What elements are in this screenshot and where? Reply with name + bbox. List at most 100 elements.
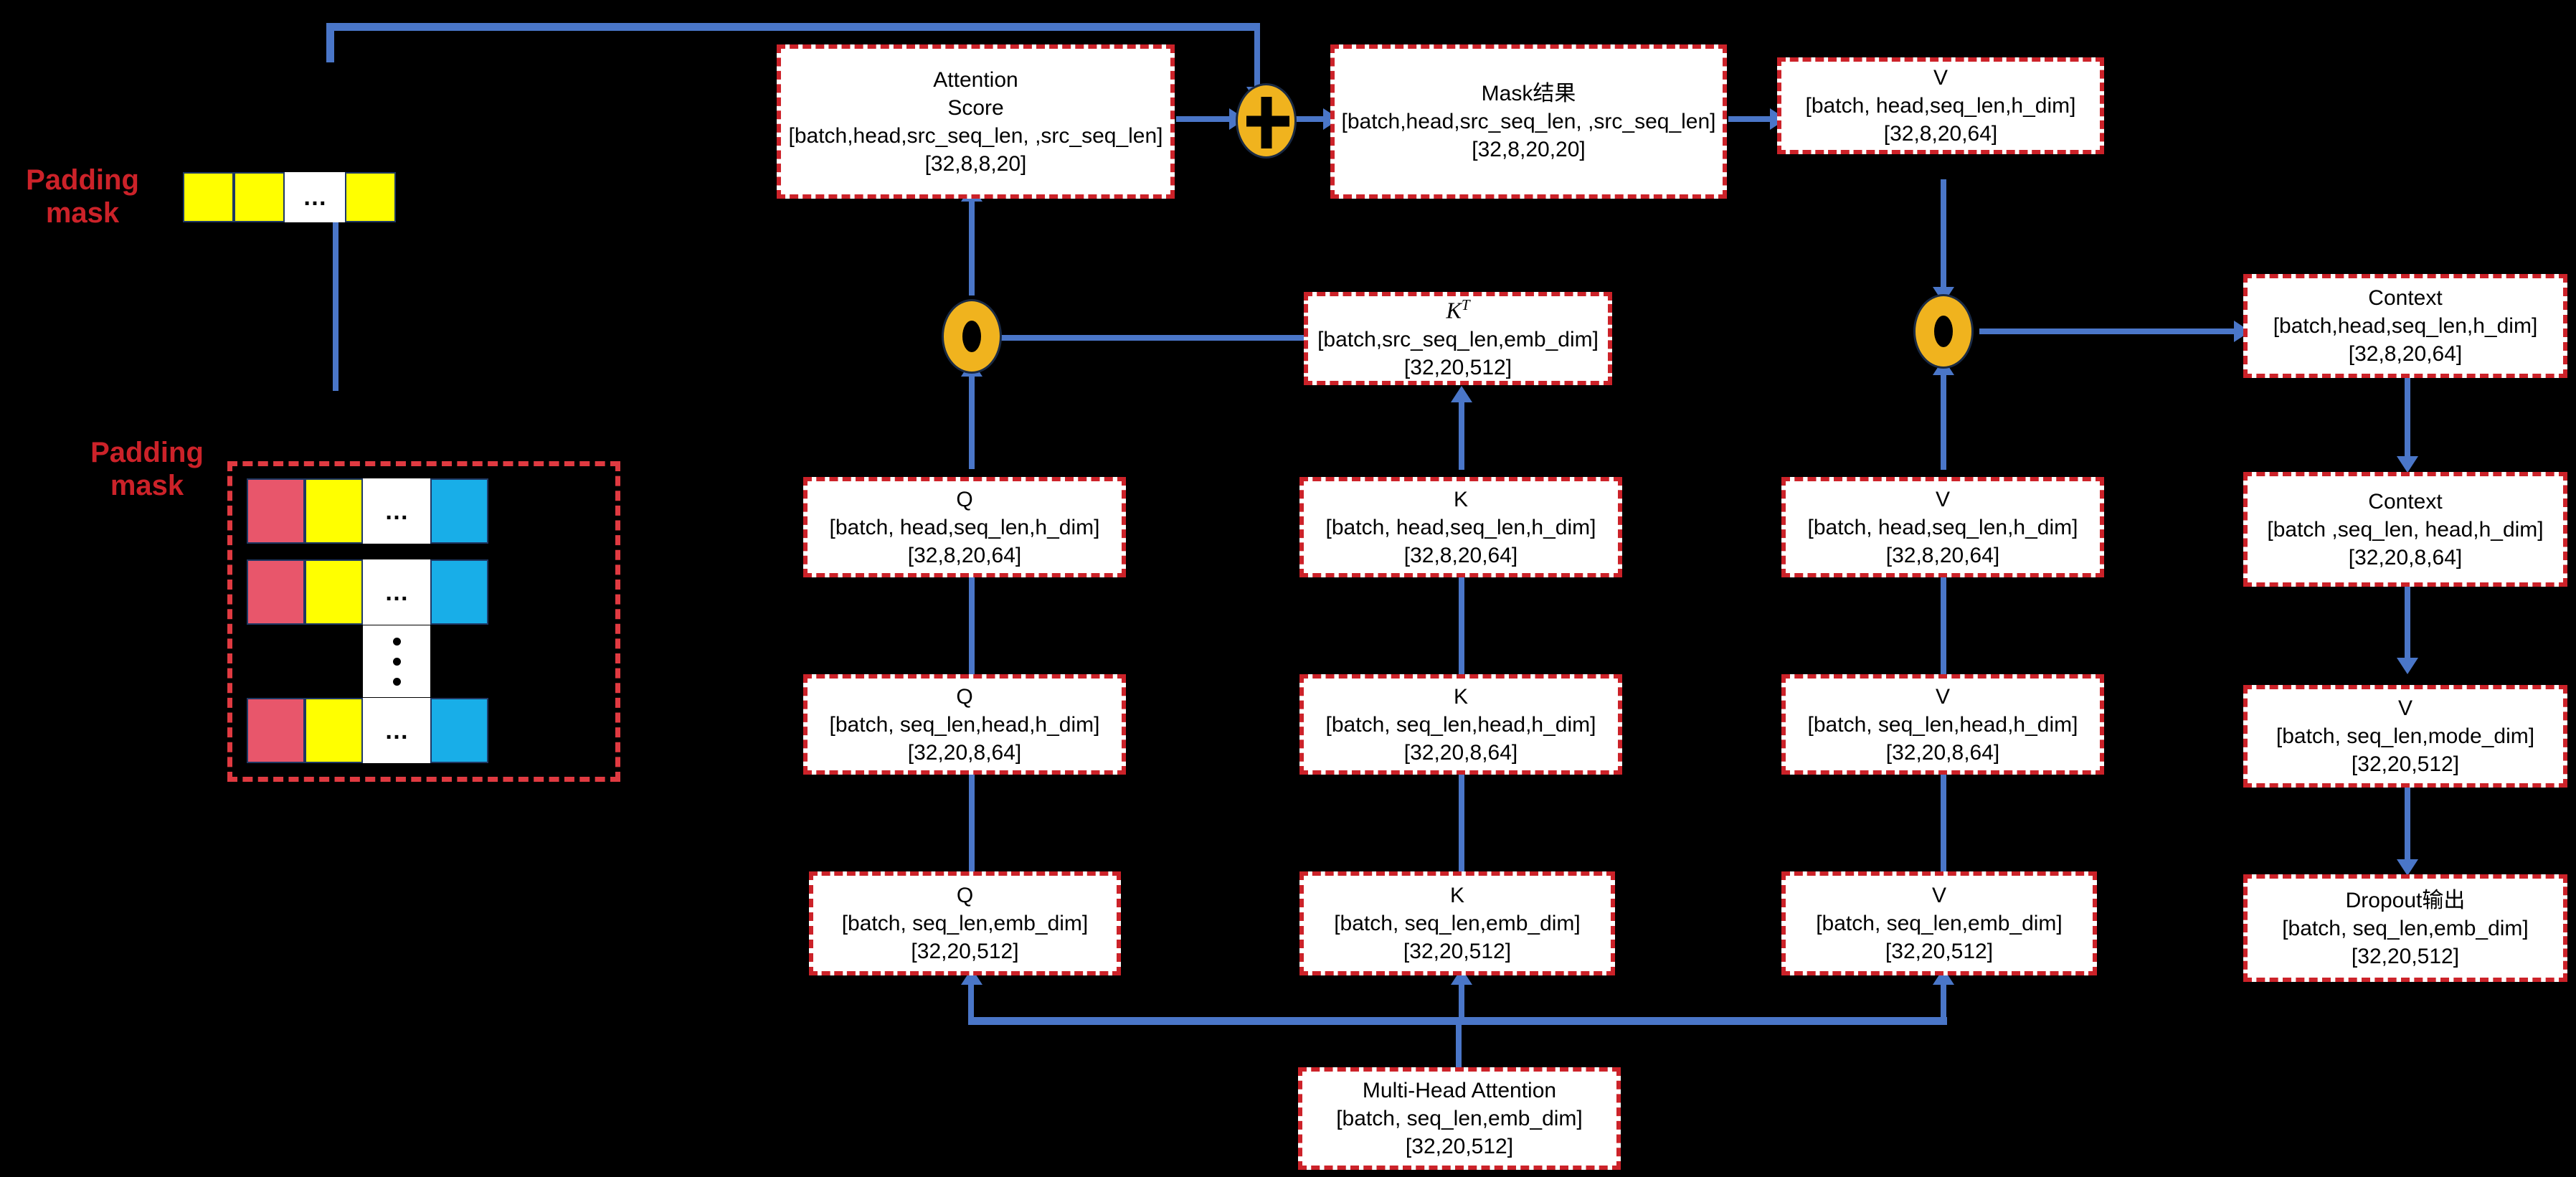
node-q-split[interactable]: Q [batch, seq_len,head,h_dim] [32,20,8,6…: [803, 674, 1126, 775]
matmul-operator-scorev[interactable]: [1913, 294, 1974, 369]
node-shape-numeric: [32,20,8,64]: [907, 740, 1022, 765]
node-shape-numeric: [32,8,20,64]: [2348, 342, 2463, 366]
padding-mask-matrix-group: [227, 461, 620, 782]
matmul1-to-score-line: [969, 201, 975, 296]
dot-icon: [392, 657, 401, 666]
node-title: Dropout输出: [2345, 888, 2466, 912]
node-shape-numeric: [32,8,8,20]: [924, 151, 1027, 176]
node-q-input[interactable]: Q [batch, seq_len,emb_dim] [32,20,512]: [809, 871, 1121, 975]
vsplit-to-vhead-line: [1941, 574, 1946, 678]
node-q-head[interactable]: Q [batch, head,seq_len,h_dim] [32,8,20,6…: [803, 477, 1126, 577]
node-shape-symbolic: [batch, seq_len,head,h_dim]: [829, 712, 1100, 737]
mask-matrix-cell-r1c3: [430, 559, 488, 625]
node-shape-symbolic: [batch,head,src_seq_len, ,src_seq_len]: [1341, 110, 1716, 133]
node-v-top[interactable]: V [batch, head,seq_len,h_dim] [32,8,20,6…: [1777, 57, 2104, 154]
mask-to-row-line: [333, 201, 338, 391]
mask-matrix-cell-r0c1: [305, 478, 363, 544]
mask-row-cell-3: [345, 172, 396, 222]
qsplit-to-qhead-line: [969, 574, 975, 678]
node-title: V: [1933, 66, 1948, 90]
node-mask-result[interactable]: Mask结果 [batch,head,src_seq_len, ,src_seq…: [1330, 44, 1727, 199]
matmul-icon: [1934, 316, 1953, 347]
node-dropout-output[interactable]: Dropout输出 [batch, seq_len,emb_dim] [32,2…: [2243, 874, 2567, 982]
node-title: Context: [2368, 286, 2443, 310]
node-title: Q: [956, 884, 974, 907]
node-shape-numeric: [32,8,20,64]: [1885, 543, 2000, 567]
vin-to-vsplit-line: [1941, 771, 1946, 875]
mask-matrix-cell-r1c2-ellipsis: …: [363, 559, 430, 625]
node-title: K: [1449, 884, 1464, 907]
node-shape-numeric: [32,8,20,64]: [907, 543, 1022, 567]
node-title: V: [1935, 487, 1950, 511]
node-shape-numeric: [32,20,512]: [2351, 752, 2460, 776]
node-k-input[interactable]: K [batch, seq_len,emb_dim] [32,20,512]: [1299, 871, 1615, 975]
node-title: K: [1453, 487, 1468, 511]
context2-to-v-arrowhead: [2397, 658, 2418, 674]
node-context-2[interactable]: Context [batch ,seq_len, head,h_dim] [32…: [2243, 472, 2567, 587]
node-shape-symbolic: [batch, seq_len,emb_dim]: [1334, 912, 1581, 935]
mask-matrix-cell-r3c3: [430, 698, 488, 763]
node-title: V: [2397, 696, 2412, 720]
node-shape-numeric: [32,20,512]: [1403, 356, 1512, 380]
node-title: Q: [956, 684, 973, 709]
node-v-split[interactable]: V [batch, seq_len,head,h_dim] [32,20,8,6…: [1781, 674, 2104, 775]
dot-icon: [392, 677, 401, 686]
kin-to-ksplit-line: [1459, 771, 1464, 875]
mask-matrix-cell-r0c2-ellipsis: …: [363, 478, 430, 544]
feedback-bus-horizontal: [326, 23, 1259, 31]
node-title: Multi-Head Attention: [1362, 1079, 1557, 1102]
node-shape-symbolic: [batch, seq_len,head,h_dim]: [1807, 712, 2078, 737]
node-shape-numeric: [32,20,512]: [1885, 940, 1994, 963]
mask-row-cell-1: [234, 172, 285, 222]
khead-to-kt-line: [1459, 402, 1464, 470]
node-k-head[interactable]: K [batch, head,seq_len,h_dim] [32,8,20,6…: [1299, 477, 1622, 577]
node-shape-numeric: [32,20,512]: [1405, 1135, 1514, 1158]
mask-matrix-cell-r0c0: [247, 478, 305, 544]
node-shape-symbolic: [batch, seq_len,emb_dim]: [2282, 916, 2529, 940]
node-v-head[interactable]: V [batch, head,seq_len,h_dim] [32,8,20,6…: [1781, 477, 2104, 577]
context1-to-context2-arrowhead: [2397, 456, 2418, 473]
node-k-split[interactable]: K [batch, seq_len,head,h_dim] [32,20,8,6…: [1299, 674, 1622, 775]
node-shape-numeric: [32,20,8,64]: [1885, 740, 2000, 765]
ellipsis-label: …: [384, 578, 409, 606]
node-v-right-mid[interactable]: V [batch, seq_len,mode_dim] [32,20,512]: [2243, 685, 2567, 788]
padding-mask-label-bottom-l1: Padding mask: [90, 437, 204, 501]
node-title: KT: [1446, 296, 1470, 323]
node-shape-symbolic: [batch,src_seq_len,emb_dim]: [1317, 328, 1599, 352]
node-attention-score[interactable]: Attention Score [batch,head,src_seq_len,…: [777, 44, 1175, 199]
score-to-add-line: [1176, 116, 1233, 122]
node-shape-symbolic: [batch, head,seq_len,h_dim]: [1805, 94, 2076, 118]
node-shape-numeric: [32,8,20,64]: [1883, 122, 1998, 146]
node-shape-numeric: [32,20,8,64]: [1403, 740, 1518, 765]
node-shape-symbolic: [batch,head,src_seq_len, ,src_seq_len]: [788, 123, 1163, 148]
mask-row-cell-ellipsis: …: [285, 172, 345, 222]
add-operator[interactable]: [1236, 83, 1297, 159]
node-shape-numeric: [32,8,20,20]: [1472, 138, 1586, 161]
node-shape-symbolic: [batch, seq_len,mode_dim]: [2276, 724, 2535, 748]
node-shape-numeric: [32,20,512]: [911, 940, 1019, 963]
node-shape-numeric: [32,20,8,64]: [2348, 545, 2463, 569]
node-shape-symbolic: [batch, seq_len,emb_dim]: [1336, 1107, 1583, 1130]
qin-to-qsplit-line: [969, 771, 975, 875]
ellipsis-label: …: [384, 717, 409, 745]
maskresult-to-vtop-line: [1728, 116, 1779, 122]
node-title: V: [1931, 884, 1946, 907]
padding-mask-label-bottom: Padding mask: [72, 436, 222, 502]
node-mha-input[interactable]: Multi-Head Attention [batch, seq_len,emb…: [1298, 1067, 1621, 1170]
plus-icon-horizontal: [1246, 115, 1289, 126]
node-title: Context: [2368, 489, 2443, 514]
node-v-input[interactable]: V [batch, seq_len,emb_dim] [32,20,512]: [1781, 871, 2097, 975]
node-title: K: [1453, 684, 1468, 709]
node-shape-symbolic: [batch,head,seq_len,h_dim]: [2273, 314, 2538, 338]
ellipsis-label: …: [384, 497, 409, 525]
node-k-transpose[interactable]: KT [batch,src_seq_len,emb_dim] [32,20,51…: [1304, 292, 1612, 385]
node-context-1[interactable]: Context [batch,head,seq_len,h_dim] [32,8…: [2243, 274, 2567, 378]
node-shape-symbolic: [batch, seq_len,emb_dim]: [841, 912, 1089, 935]
qhead-to-matmul1-line: [969, 376, 975, 469]
mask-matrix-cell-r1c0: [247, 559, 305, 625]
bottom-bus-mid-riser: [1459, 984, 1464, 1020]
matmul-operator-qk[interactable]: [942, 299, 1002, 374]
node-title-2: Score: [947, 95, 1004, 120]
mask-matrix-vertical-ellipsis: [363, 625, 430, 697]
